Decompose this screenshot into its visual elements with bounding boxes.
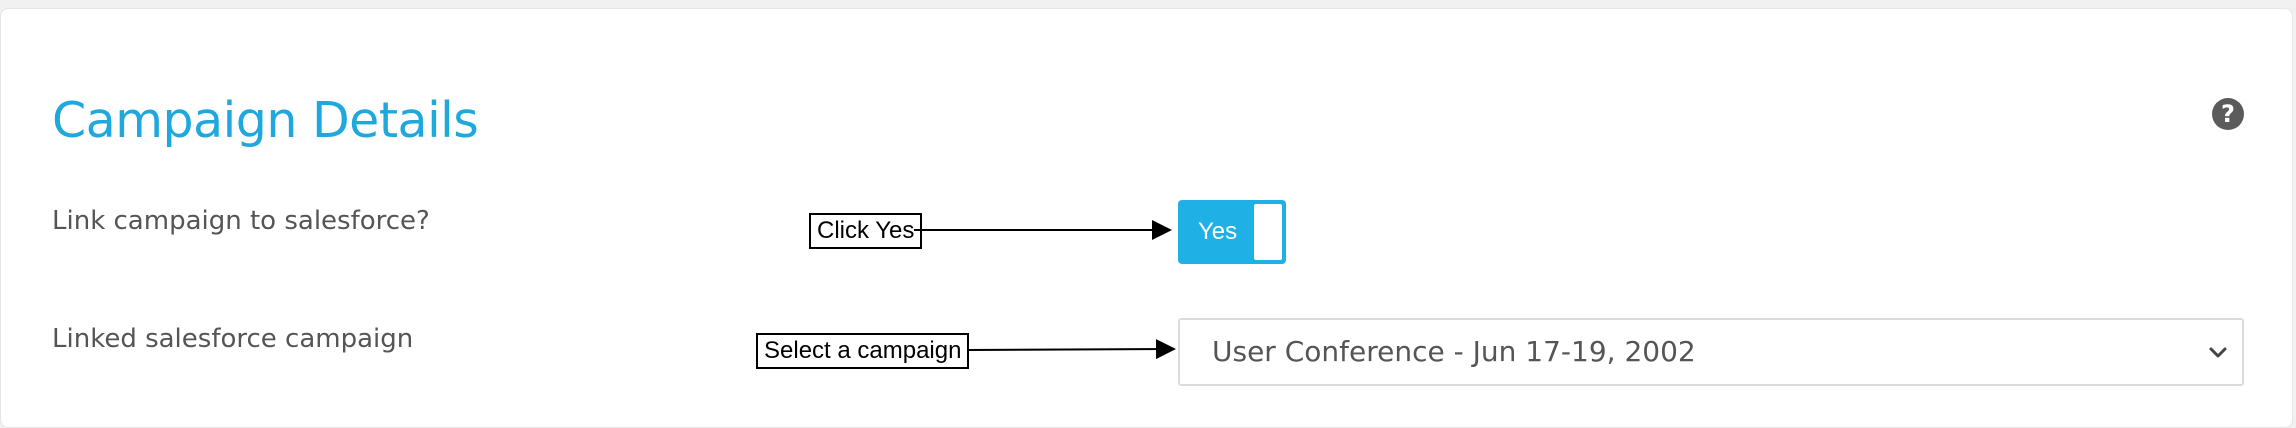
salesforce-campaign-select[interactable]: User Conference - Jun 17-19, 2002 [1178, 318, 2244, 386]
salesforce-link-toggle[interactable]: Yes [1178, 200, 1286, 264]
click-yes-annotation: Click Yes [809, 213, 923, 249]
question-circle-icon[interactable]: ? [2212, 98, 2244, 130]
link-campaign-label: Link campaign to salesforce? [52, 206, 430, 236]
page-title: Campaign Details [52, 92, 479, 149]
select-campaign-annotation: Select a campaign [756, 333, 970, 369]
toggle-label: Yes [1198, 218, 1238, 245]
chevron-down-icon [2209, 347, 2227, 358]
select-value: User Conference - Jun 17-19, 2002 [1212, 335, 1696, 368]
linked-campaign-label: Linked salesforce campaign [52, 324, 414, 354]
toggle-knob [1254, 204, 1282, 260]
